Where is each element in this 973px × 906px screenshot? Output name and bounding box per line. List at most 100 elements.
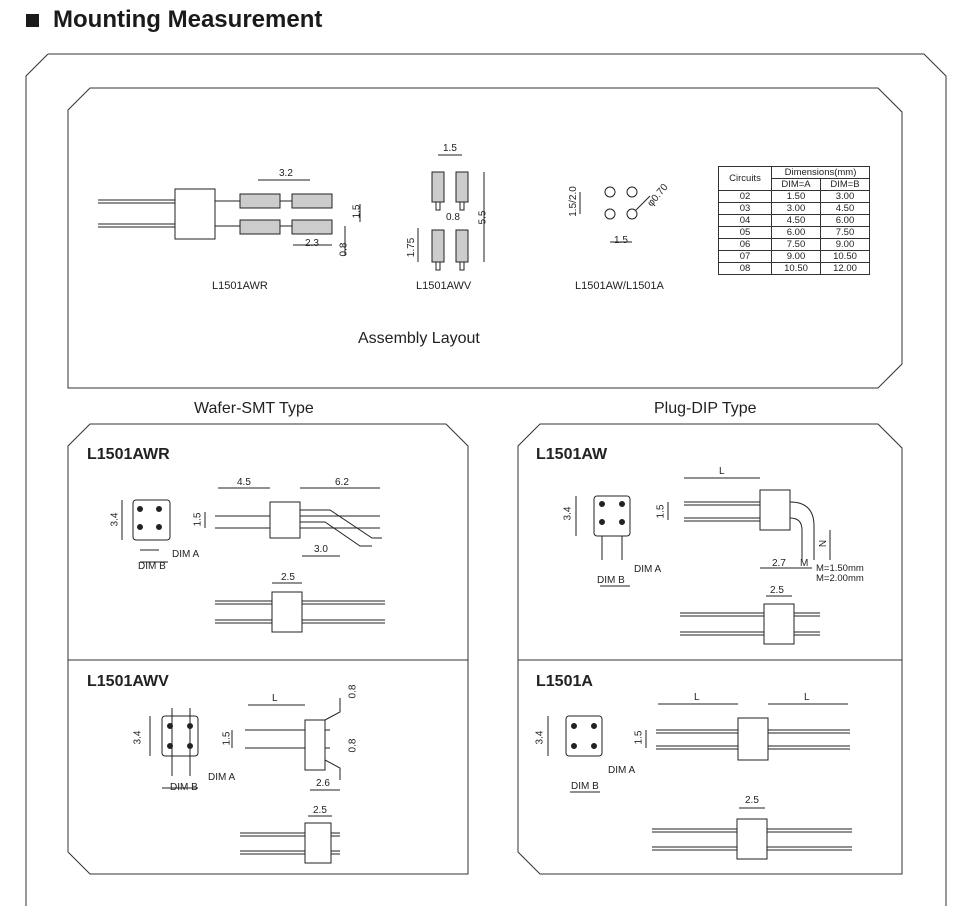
circuit-cell: 02 <box>718 190 772 203</box>
dim-a-cell: 7.50 <box>771 238 821 251</box>
dim-label: 2.3 <box>305 238 319 249</box>
dim-b-label: DIM B <box>170 782 198 793</box>
dim-a-cell: 6.00 <box>771 226 821 239</box>
dim-label: 1.5 <box>351 204 363 219</box>
dim-label: 0.8 <box>446 212 460 223</box>
dim-a-cell: 1.50 <box>771 190 821 203</box>
dim-label: 3.0 <box>314 544 328 555</box>
outer-frame <box>25 53 947 906</box>
dim-label: 2.5 <box>313 805 327 816</box>
dim-b-cell: 3.00 <box>820 190 870 203</box>
dim-a-label: DIM A <box>208 772 236 783</box>
wafer-smt-heading: Wafer-SMT Type <box>194 400 314 417</box>
dim-label: L <box>272 693 278 704</box>
dim-label: 0.8 <box>347 684 359 699</box>
dim-label: 1.5 <box>614 235 628 246</box>
dim-label: L <box>804 692 810 703</box>
dim-label: 3.4 <box>562 506 574 521</box>
circuit-cell: 07 <box>718 250 772 263</box>
awr-drawing <box>121 487 385 633</box>
panel-title-aw: L1501AW <box>536 446 608 463</box>
col-circuits: Circuits <box>718 166 772 191</box>
dim-b-cell: 6.00 <box>820 214 870 227</box>
dim-label: L <box>694 692 700 703</box>
circuit-cell: 05 <box>718 226 772 239</box>
dim-label: 3.4 <box>109 512 121 527</box>
dim-label: 3.2 <box>279 168 293 179</box>
dim-label: 1.75 <box>406 237 418 258</box>
dim-a-label: DIM A <box>172 549 200 560</box>
circuit-cell: 08 <box>718 262 772 275</box>
dim-label: 1.5 <box>443 143 457 154</box>
dim-label: 1.5/2.0 <box>567 186 579 217</box>
wafer-smt-frame <box>67 423 469 875</box>
assembly-aw-drawing <box>579 186 651 243</box>
dim-a-cell: 10.50 <box>771 262 821 275</box>
heading-text: Mounting Measurement <box>53 6 323 33</box>
dim-label: 6.2 <box>335 477 349 488</box>
dim-label: 0.8 <box>347 738 359 753</box>
dim-label: 2.5 <box>770 585 784 596</box>
panel-title-awr: L1501AWR <box>87 446 170 463</box>
assembly-part-awr: L1501AWR <box>212 280 268 292</box>
dim-b-label: DIM B <box>138 561 166 572</box>
dim-a-cell: 4.50 <box>771 214 821 227</box>
dim-label: 1.5 <box>221 731 233 746</box>
col-dimensions: Dimensions(mm) <box>771 166 870 179</box>
dim-label: 0.8 <box>338 242 350 257</box>
dim-label: 2.5 <box>745 795 759 806</box>
panel-title-a: L1501A <box>536 673 593 690</box>
col-dim-a: DIM=A <box>771 178 821 191</box>
panel-title-awv: L1501AWV <box>87 673 169 690</box>
aw-drawing <box>575 477 831 645</box>
dim-b-cell: 10.50 <box>820 250 870 263</box>
page-heading: Mounting Measurement <box>26 6 322 34</box>
dim-a-cell: 9.00 <box>771 250 821 263</box>
dim-label: N <box>818 539 830 548</box>
assembly-part-awv: L1501AWV <box>416 280 472 292</box>
dim-label: 1.5 <box>633 730 645 745</box>
dim-a-cell: 3.00 <box>771 202 821 215</box>
dim-label: 5.5 <box>477 210 489 225</box>
dim-label: 1.5 <box>655 504 667 519</box>
heading-square-icon <box>26 14 39 27</box>
dim-label: L <box>719 466 725 477</box>
dim-label: 2.5 <box>281 572 295 583</box>
dim-b-cell: 12.00 <box>820 262 870 275</box>
circuit-cell: 06 <box>718 238 772 251</box>
circuit-cell: 04 <box>718 214 772 227</box>
dim-label: 2.6 <box>316 778 330 789</box>
dim-b-cell: 4.50 <box>820 202 870 215</box>
a-drawing <box>547 703 852 860</box>
assembly-frame <box>67 87 903 389</box>
assembly-awv-drawing <box>417 154 485 271</box>
dim-b-label: DIM B <box>597 575 625 586</box>
dim-label: 2.7 <box>772 558 786 569</box>
dim-label: 4.5 <box>237 477 251 488</box>
dim-a-label: DIM A <box>608 765 636 776</box>
col-dim-b: DIM=B <box>820 178 870 191</box>
dim-b-cell: 7.50 <box>820 226 870 239</box>
m-note-2: M=2.00mm <box>816 573 864 584</box>
assembly-part-aw: L1501AW/L1501A <box>575 280 664 292</box>
dim-label: M <box>800 558 809 569</box>
m-note-1: M=1.50mm <box>816 563 864 574</box>
dim-b-cell: 9.00 <box>820 238 870 251</box>
assembly-caption: Assembly Layout <box>358 330 480 347</box>
awv-drawing <box>149 698 341 864</box>
circuit-cell: 03 <box>718 202 772 215</box>
plug-dip-frame <box>517 423 903 875</box>
dim-label: 1.5 <box>192 512 204 527</box>
assembly-awr-drawing <box>98 179 361 255</box>
dim-a-label: DIM A <box>634 564 662 575</box>
plug-dip-heading: Plug-DIP Type <box>654 400 757 417</box>
